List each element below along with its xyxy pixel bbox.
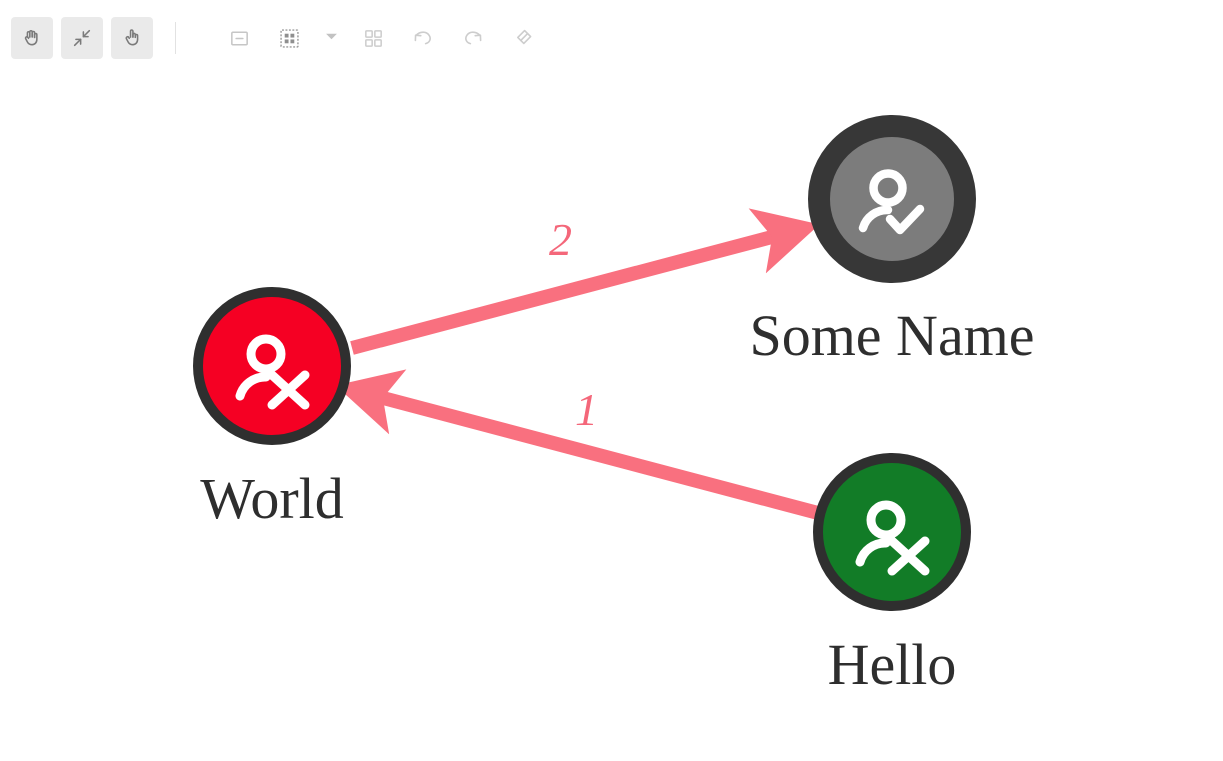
pan-tool-button[interactable] bbox=[11, 17, 53, 59]
toolbar bbox=[0, 0, 1223, 76]
node-label-world: World bbox=[200, 466, 344, 531]
zoom-to-fit-button[interactable] bbox=[61, 17, 103, 59]
graph-edge-2[interactable] bbox=[350, 208, 820, 355]
select-grid-icon bbox=[278, 27, 301, 50]
node-label-some-name: Some Name bbox=[749, 303, 1035, 368]
graph-edge-1[interactable] bbox=[335, 369, 820, 520]
undo-icon bbox=[411, 26, 435, 50]
chevron-down-icon bbox=[325, 30, 338, 46]
edge-label-2: 2 bbox=[549, 214, 572, 265]
selection-mode-button[interactable] bbox=[268, 17, 310, 59]
toolbar-group-view-tools bbox=[11, 17, 153, 59]
eraser-icon bbox=[511, 26, 535, 50]
node-label-hello: Hello bbox=[827, 632, 957, 697]
toolbar-divider bbox=[175, 22, 176, 54]
collapse-box-icon bbox=[228, 27, 251, 50]
pointer-hand-icon bbox=[121, 27, 143, 49]
layout-button[interactable] bbox=[352, 17, 394, 59]
grab-hand-icon bbox=[21, 27, 43, 49]
graph-node-hello[interactable] bbox=[813, 453, 971, 611]
redo-icon bbox=[461, 26, 485, 50]
user-check-icon bbox=[858, 169, 925, 235]
collapse-button[interactable] bbox=[218, 17, 260, 59]
graph-node-some-name[interactable] bbox=[808, 115, 976, 283]
selection-options-button[interactable] bbox=[318, 18, 344, 58]
user-x-icon bbox=[855, 500, 930, 576]
zoom-to-fit-icon bbox=[71, 27, 93, 49]
redo-button[interactable] bbox=[452, 17, 494, 59]
undo-button[interactable] bbox=[402, 17, 444, 59]
toolbar-group-edit-tools bbox=[218, 17, 544, 59]
select-tool-button[interactable] bbox=[111, 17, 153, 59]
graph-canvas[interactable]: World Some Name Hello 2 1 bbox=[0, 76, 1223, 761]
graph-node-world[interactable] bbox=[193, 287, 351, 445]
user-x-icon bbox=[235, 334, 310, 410]
layout-grid-icon bbox=[362, 27, 385, 50]
edge-label-1: 1 bbox=[575, 384, 598, 435]
eraser-button[interactable] bbox=[502, 17, 544, 59]
